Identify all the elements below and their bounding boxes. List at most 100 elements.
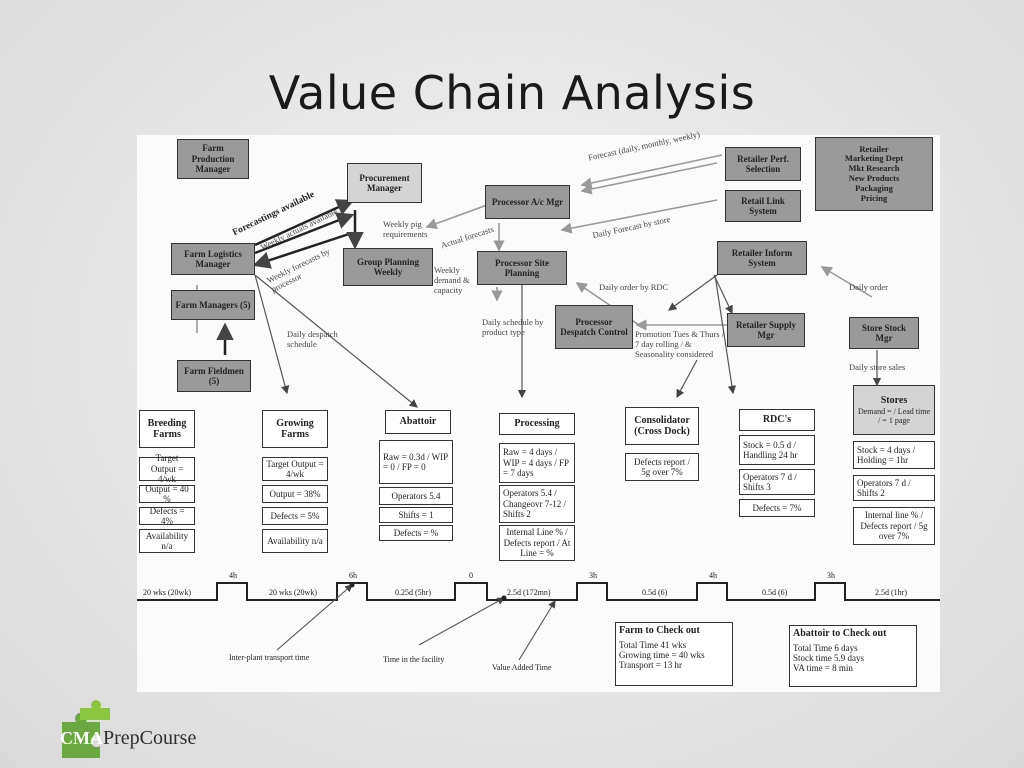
growing-defects-cell: Defects = 5% (262, 507, 328, 525)
timeline-gap-2: 0 (469, 571, 473, 580)
retailer-marketing-line-2: Mkt Research (848, 163, 900, 174)
facility-time-pointer (418, 597, 505, 646)
facility-point (501, 595, 507, 601)
growing-farms-box: Growing Farms (262, 410, 328, 448)
value-chain-diagram: Farm Production Manager Procurement Mana… (137, 129, 940, 692)
farm-production-manager-box: Farm Production Manager (177, 139, 249, 179)
rdcs-operators-cell: Operators 7 d / Shifts 3 (739, 469, 815, 495)
breeding-availability-cell: Availability n/a (139, 529, 195, 553)
retailer-perf-selection-box: Retailer Perf. Selection (725, 147, 801, 181)
breeding-output-cell: Output = 40 % (139, 484, 195, 504)
timeline-gap-0: 4h (229, 571, 237, 580)
processing-box: Processing (499, 413, 575, 435)
weekly-pig-requirements-label: Weekly pig requirements (383, 219, 428, 239)
abattoir-to-checkout-box: Abattoir to Check out Total Time 6 days … (789, 625, 917, 687)
consolidator-defects-cell: Defects report / 5g over 7% (625, 453, 699, 481)
timeline-segment-3: 2.5d (172mn) (507, 588, 551, 597)
growing-availability-cell: Availability n/a (262, 529, 328, 553)
abattoir-checkout-title: Abattoir to Check out (793, 628, 887, 639)
retailer-inform-system-box: Retailer Inform System (717, 241, 807, 275)
logistics-to-abattoir (254, 274, 418, 408)
abattoir-box: Abattoir (385, 410, 451, 434)
timeline-gap-1: 6h (349, 571, 357, 580)
retailer-marketing-line-4: Packaging (855, 182, 893, 193)
consolidator-box: Consolidator (Cross Dock) (625, 407, 699, 445)
abattoir-defects-cell: Defects = % (379, 525, 453, 541)
daily-order-rdc-label: Daily order by RDC (599, 282, 669, 292)
abattoir-checkout-row-2: VA time = 8 min (793, 663, 853, 674)
forecast-heavy-arrow-3 (252, 231, 353, 269)
brand-right-text: PrepCourse (103, 727, 197, 749)
farm-checkout-row-1: Growing time = 40 wks (619, 649, 705, 660)
group-planning-weekly-box: Group Planning Weekly (343, 248, 433, 286)
abattoir-operators-cell: Operators 5.4 (379, 487, 453, 505)
retailer-marketing-line-5: Pricing (860, 192, 888, 203)
lead-time-ladder (137, 582, 940, 601)
inform-to-rdc (714, 274, 737, 395)
retailer-marketing-box: Retailer Marketing Dept Mkt Research New… (815, 137, 933, 211)
value-added-time-label: Value Added Time (492, 663, 552, 672)
brand-left-text: CMA (60, 728, 103, 748)
transport-point (349, 582, 355, 588)
store-stock-mgr-box: Store Stock Mgr (849, 317, 919, 349)
rdcs-box: RDC's (739, 409, 815, 431)
retailer-supply-mgr-box: Retailer Supply Mgr (727, 313, 805, 347)
logistics-to-growing (254, 274, 290, 395)
promotion-note-label: Promotion Tues & Thurs / 7 day rolling /… (635, 329, 725, 359)
farm-checkout-row-2: Transport = 13 hr (619, 660, 682, 671)
stores-demand: Demand = / Lead time / = 1 page (857, 406, 931, 425)
farm-checkout-title: Farm to Check out (619, 625, 700, 636)
breeding-defects-cell: Defects = 4% (139, 506, 195, 526)
retailer-marketing-line-0: Retailer (859, 143, 889, 154)
weekly-demand-label: Weekly demand & capacity (434, 265, 470, 295)
brand-logo: CMAPrepCourse (60, 727, 196, 750)
flow-actual-arrow (425, 204, 488, 229)
timeline-segment-1: 20 wks (20wk) (269, 588, 317, 597)
retail-link-system-box: Retail Link System (725, 190, 801, 222)
farm-logistics-manager-box: Farm Logistics Manager (171, 243, 255, 275)
daily-store-sales-label: Daily store sales (849, 362, 906, 372)
processing-operators-cell: Operators 5.4 / Changeovr 7-12 / Shifts … (499, 485, 575, 523)
timeline-segment-0: 20 wks (20wk) (143, 588, 191, 597)
processor-despatch-control-box: Processor Despatch Control (555, 305, 633, 349)
timeline-segment-6: 2.5d (1hr) (875, 588, 907, 597)
flow-forecast-arrow (580, 154, 723, 189)
daily-despatch-label: Daily despatch schedule (287, 329, 338, 349)
processing-defects-cell: Internal Line % / Defects report / At Li… (499, 525, 575, 561)
daily-schedule-product-label: Daily schedule by product type (482, 317, 544, 337)
daily-order-label: Daily order (849, 282, 888, 292)
rdcs-defects-cell: Defects = 7% (739, 499, 815, 517)
farm-fieldmen-box: Farm Fieldmen (5) (177, 360, 251, 392)
forecast-heavy-arrow-1 (254, 199, 355, 247)
growing-output-cell: Output = 38% (262, 485, 328, 503)
abattoir-shifts-cell: Shifts = 1 (379, 507, 453, 523)
supply-to-consolidator (676, 359, 698, 399)
timeline-gap-5: 3h (827, 571, 835, 580)
inform-to-despatch (668, 274, 718, 311)
timeline-segment-4: 0.5d (6) (642, 588, 668, 597)
abattoir-inventory-cell: Raw = 0.3d / WIP = 0 / FP = 0 (379, 440, 453, 484)
forecast-heavy-arrow-2 (254, 212, 355, 255)
stores-box: Stores Demand = / Lead time / = 1 page (853, 385, 935, 435)
farm-managers-box: Farm Managers (5) (171, 290, 255, 320)
stores-stock-cell: Stock = 4 days / Holding = 1hr (853, 441, 935, 469)
processing-inventory-cell: Raw = 4 days / WIP = 4 days / FP = 7 day… (499, 443, 575, 483)
abattoir-checkout-row-1: Stock time 5.9 days (793, 652, 864, 663)
puzzle-piece-icon (62, 700, 110, 758)
processor-ac-mgr-box: Processor A/c Mgr (485, 185, 570, 219)
farm-checkout-row-0: Total Time 41 wks (619, 639, 687, 650)
timeline-gap-4: 4h (709, 571, 717, 580)
transport-time-label: Inter-plant transport time (229, 653, 310, 662)
timeline-gap-3: 3h (589, 571, 597, 580)
flow-daily-order-arrow (820, 266, 873, 298)
retailer-marketing-line-1: Marketing Dept (844, 153, 904, 164)
stores-title: Stores (880, 395, 908, 407)
rdcs-stock-cell: Stock = 0.5 d / Handling 24 hr (739, 435, 815, 465)
farm-to-checkout-box: Farm to Check out Total Time 41 wks Grow… (615, 622, 733, 686)
transport-time-pointer (276, 584, 353, 651)
flow-forecast-arrow-3 (580, 162, 718, 195)
abattoir-checkout-row-0: Total Time 6 days (793, 642, 858, 653)
value-added-pointer (518, 600, 556, 661)
retailer-marketing-line-3: New Products (848, 173, 900, 183)
facility-time-label: Time in the facility (383, 655, 445, 664)
